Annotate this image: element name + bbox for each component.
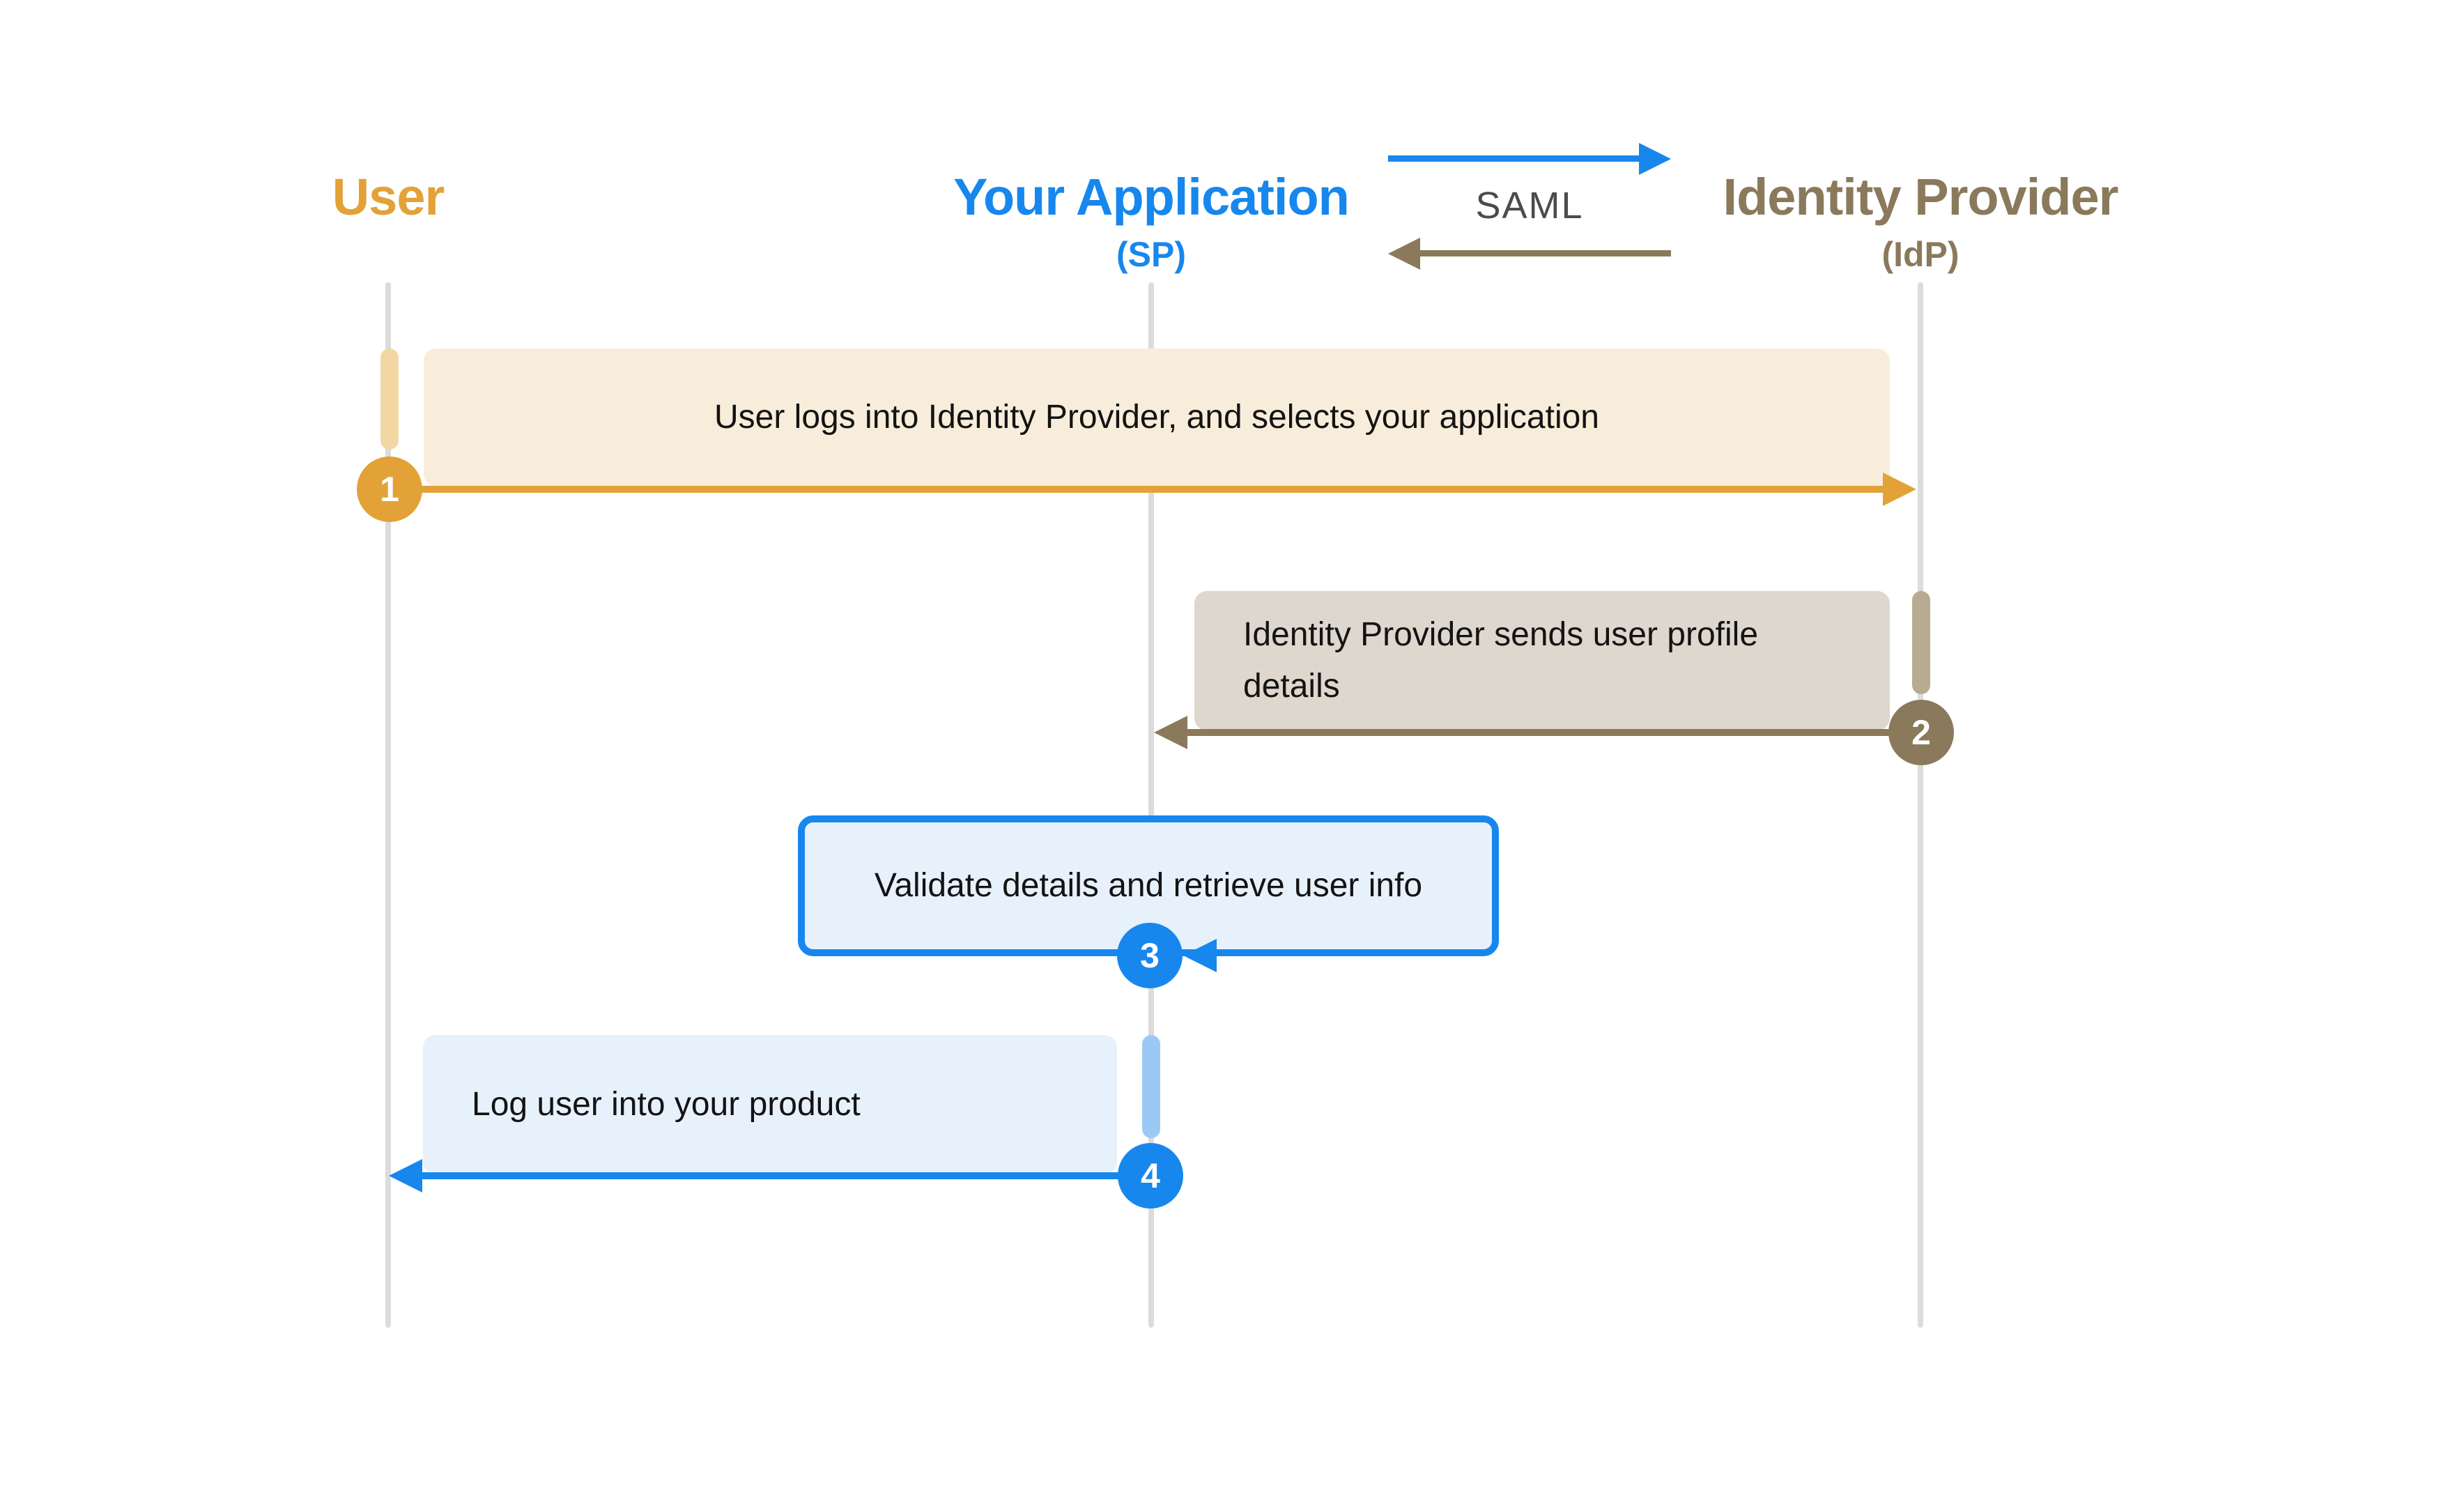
- lifeline-user: [385, 282, 391, 1328]
- arrow-step4: [415, 1172, 1151, 1179]
- arrowhead-left-icon-step3: [1183, 939, 1217, 972]
- message-box-step2: Identity Provider sends user profile det…: [1194, 591, 1890, 730]
- saml-request-arrowhead-icon: [1639, 143, 1671, 175]
- saml-response-arrowhead-icon: [1388, 238, 1420, 270]
- saml-response-arrow: [1419, 250, 1671, 256]
- message-box-step4: Log user into your product: [423, 1035, 1117, 1174]
- lifeline-application: [1148, 282, 1154, 1328]
- saml-legend-label: SAML: [1475, 185, 1584, 227]
- arrowhead-left-icon-step4: [389, 1159, 422, 1192]
- arrow-step1: [388, 486, 1884, 493]
- saml-request-arrow: [1388, 155, 1640, 162]
- arrowhead-left-icon-step2: [1154, 716, 1187, 749]
- step-number-3: 3: [1140, 936, 1160, 975]
- arrow-step2: [1185, 729, 1921, 736]
- step-number-badge-4: 4: [1118, 1143, 1183, 1209]
- message-label-step2: Identity Provider sends user profile det…: [1243, 615, 1759, 705]
- actor-idp-label: Identity Provider: [1723, 168, 2119, 226]
- actor-user-label: User: [332, 168, 445, 226]
- step-number-badge-1: 1: [357, 457, 422, 522]
- actor-application-label: Your Application: [953, 168, 1350, 226]
- actor-application-subtitle: (SP): [1116, 235, 1186, 274]
- lifeline-idp: [1918, 282, 1923, 1328]
- step-number-badge-3: 3: [1117, 923, 1183, 988]
- actor-idp-subtitle: (IdP): [1881, 235, 1959, 274]
- message-label-step1: User logs into Identity Provider, and se…: [714, 398, 1599, 436]
- step-number-2: 2: [1911, 713, 1931, 752]
- message-box-step1: User logs into Identity Provider, and se…: [424, 348, 1890, 486]
- step-number-1: 1: [380, 470, 399, 509]
- message-label-step3: Validate details and retrieve user info: [874, 866, 1423, 904]
- message-label-step4: Log user into your product: [472, 1085, 861, 1123]
- step-number-4: 4: [1141, 1156, 1160, 1195]
- arrowhead-right-icon-step1: [1883, 473, 1916, 506]
- activation-bar-idp: [1912, 591, 1930, 694]
- step-number-badge-2: 2: [1888, 700, 1954, 765]
- activation-bar-application: [1142, 1035, 1160, 1138]
- activation-bar-user: [380, 348, 399, 450]
